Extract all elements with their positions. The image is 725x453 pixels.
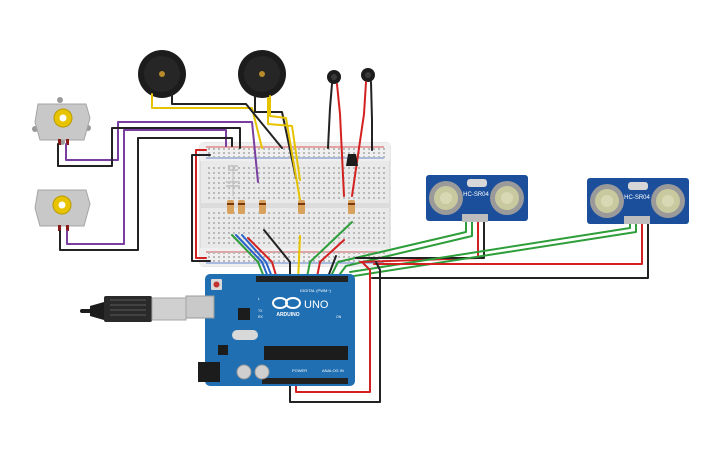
sensor-1-label: HC-SR04 [463,192,489,198]
tx-led-label: TX [258,309,263,313]
analog-header-label: ANALOG IN [322,368,344,373]
l-led-label: L [258,297,260,301]
ultrasonic-sensor-2[interactable]: HC-SR04 [587,178,689,224]
on-led-label: ON [336,315,342,319]
piezo-buzzer-1[interactable] [138,50,186,98]
ultrasonic-sensor-1[interactable]: HC-SR04 [426,175,528,222]
resistors[interactable] [227,200,355,214]
arduino-uno-board[interactable]: UNO ARDUINO DIGITAL (PWM~) POWER ANALOG … [185,274,355,386]
sensor-2-label: HC-SR04 [624,195,650,201]
arduino-logo: UNO ARDUINO [272,297,329,318]
board-model: UNO [304,299,329,311]
vibration-motor-1[interactable] [32,97,91,145]
rx-led-label: RX [258,315,264,319]
leds[interactable] [226,165,240,196]
digital-header-label: DIGITAL (PWM~) [300,288,332,293]
wires[interactable] [57,81,649,403]
usb-cable[interactable] [80,296,187,322]
microphone-1[interactable] [327,70,341,84]
board-brand: ARDUINO [276,312,299,318]
transistor[interactable] [346,154,358,166]
vibration-motor-2[interactable] [34,189,91,231]
piezo-buzzer-2[interactable] [238,50,286,98]
breadboard-holes [208,148,385,262]
power-header-label: POWER [292,368,307,373]
microphone-2[interactable] [361,68,375,82]
